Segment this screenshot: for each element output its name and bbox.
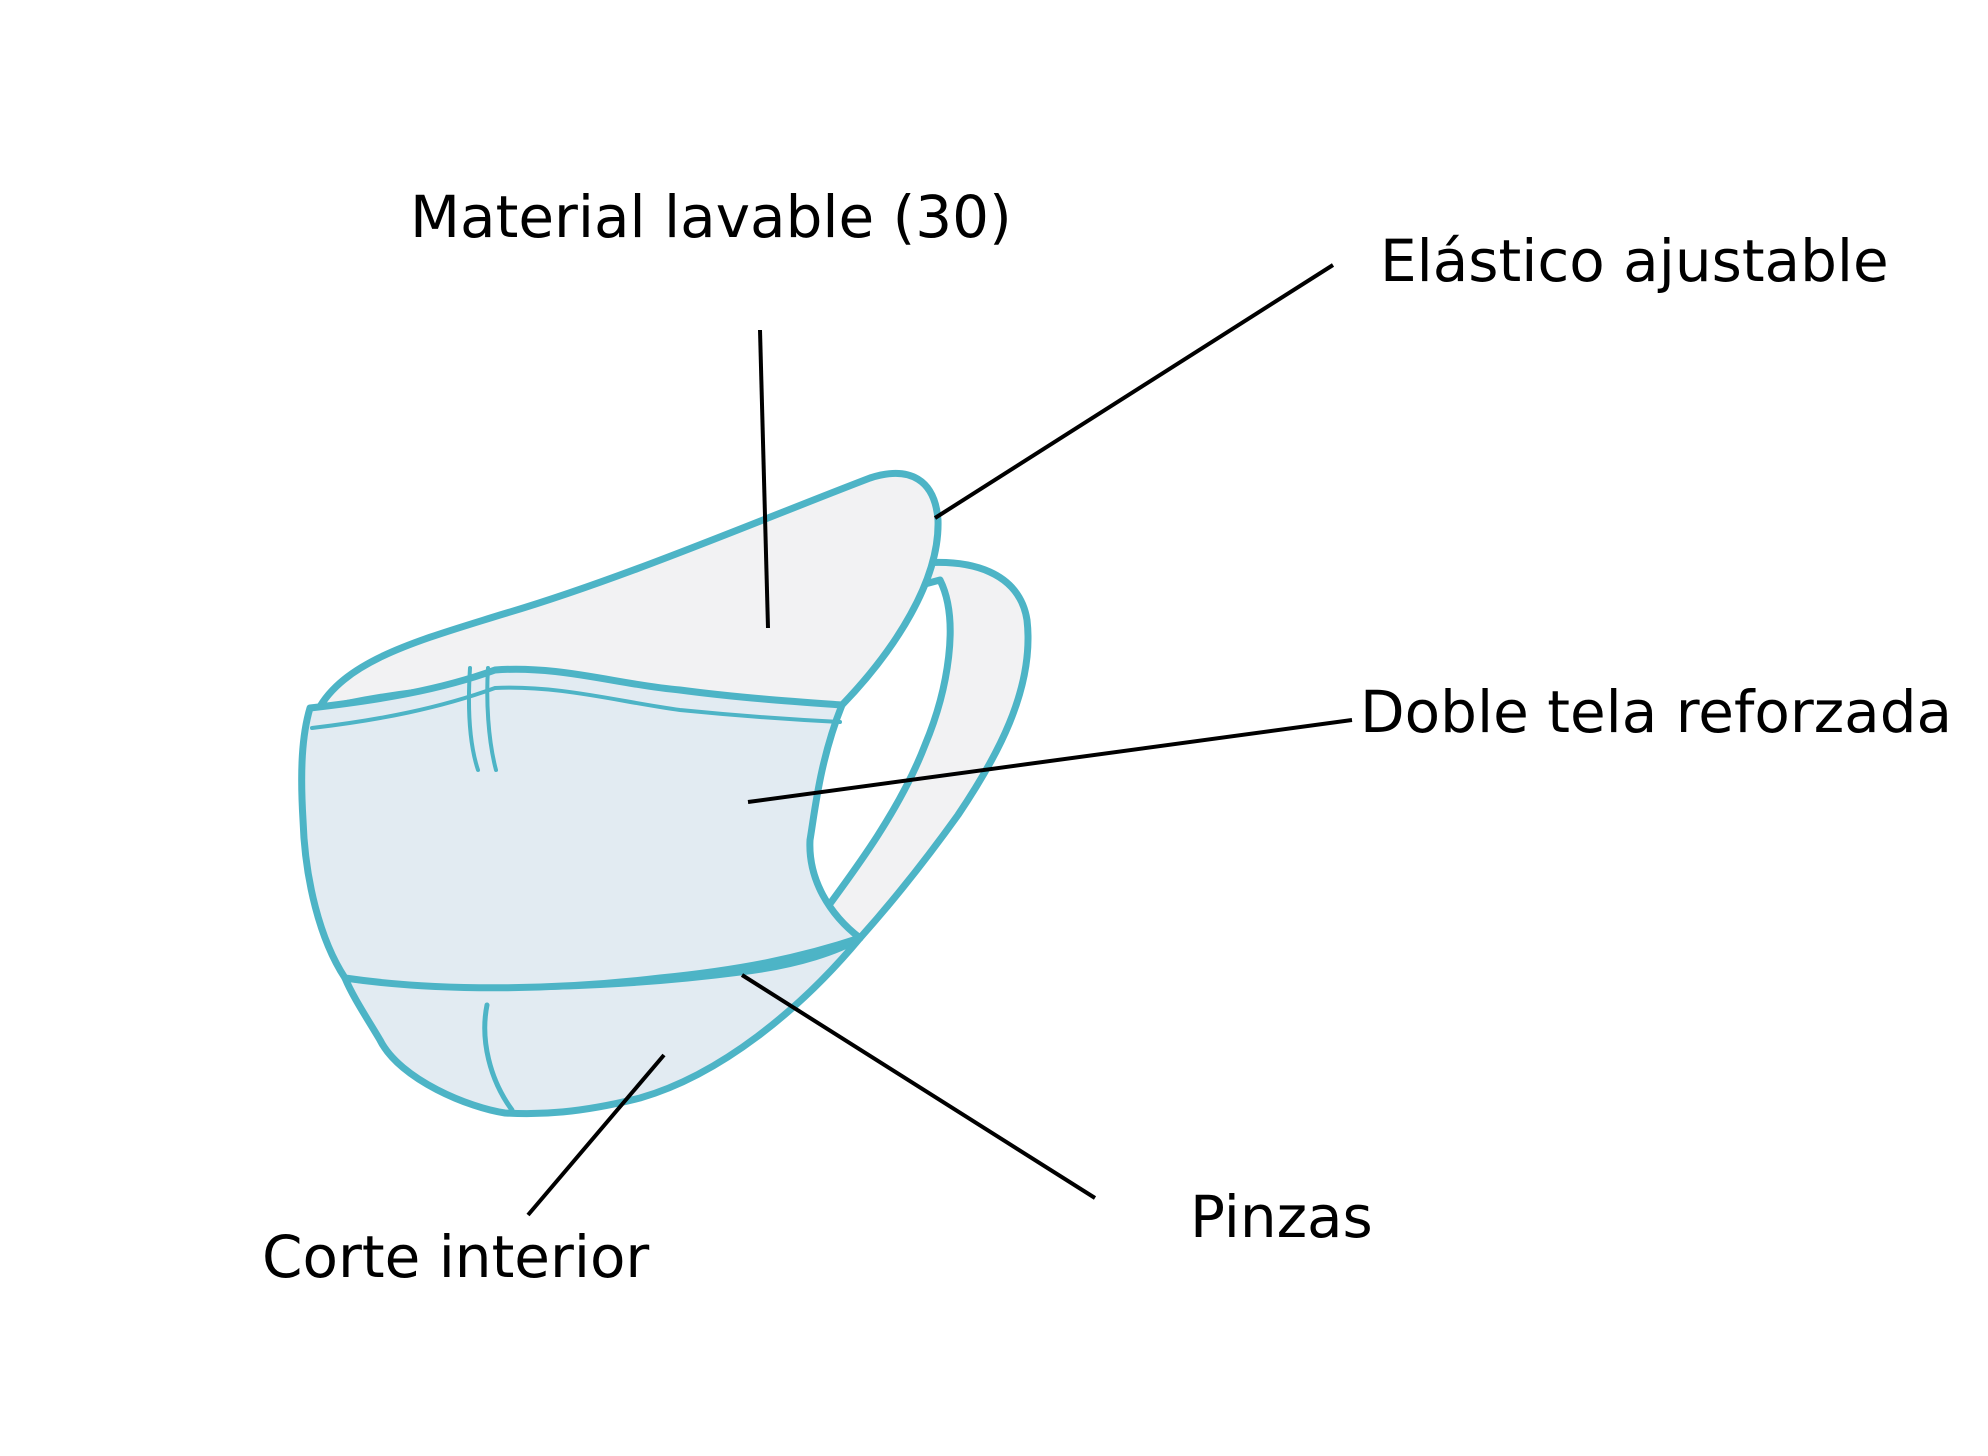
label-material-lavable: Material lavable (30) [410, 183, 1012, 251]
label-pinzas: Pinzas [1190, 1183, 1373, 1251]
leader-pinzas [740, 973, 1097, 1200]
leader-material [758, 329, 770, 629]
front-top-seam [310, 685, 842, 730]
pleat-line-1 [466, 666, 480, 772]
lower-panel-seam [482, 1002, 515, 1113]
front-mask-panel [298, 665, 864, 992]
pleat-line-2 [485, 666, 498, 772]
leader-elastico [933, 263, 1335, 520]
label-corte-interior: Corte interior [262, 1223, 650, 1291]
label-elastico-ajustable: Elástico ajustable [1380, 227, 1889, 295]
leader-corte [526, 1053, 666, 1217]
leader-doble [747, 718, 1353, 804]
label-doble-tela-reforzada: Doble tela reforzada [1360, 678, 1953, 746]
top-ear-loop [314, 470, 942, 714]
